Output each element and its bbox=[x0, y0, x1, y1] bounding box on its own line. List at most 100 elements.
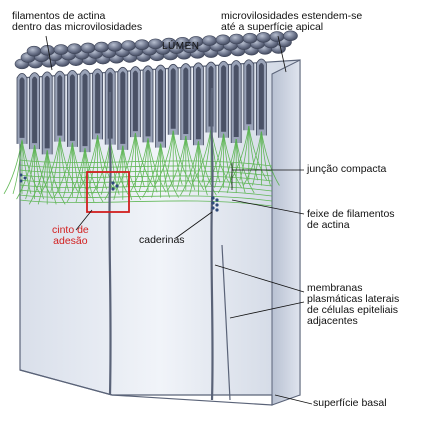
actin-filament bbox=[50, 137, 61, 192]
microvillus-core bbox=[95, 72, 101, 134]
actin-filament bbox=[88, 135, 98, 190]
actin-filament bbox=[192, 128, 212, 183]
actin-filament bbox=[59, 137, 70, 192]
label-line: feixe de filamentos bbox=[307, 208, 395, 220]
actin-filament bbox=[41, 137, 61, 192]
microvillus-tip bbox=[94, 41, 109, 53]
microvillus-tip bbox=[202, 35, 217, 46]
microvillus-tip bbox=[53, 44, 69, 55]
actin-filament bbox=[72, 142, 82, 197]
microvillus-core bbox=[258, 63, 264, 130]
microvillus-core bbox=[195, 66, 201, 140]
label-cadherins: caderinas bbox=[139, 234, 185, 246]
label-line: cinto de bbox=[52, 224, 89, 236]
actin-filament bbox=[75, 148, 86, 203]
microvillus-tip bbox=[67, 43, 82, 55]
actin-filament bbox=[129, 138, 149, 193]
actin-filament bbox=[97, 135, 107, 190]
actin-filament bbox=[261, 131, 280, 186]
actin-filament bbox=[239, 126, 250, 181]
label-line: filamentos de actina bbox=[12, 10, 106, 22]
actin-filament bbox=[46, 150, 57, 205]
actin-filament bbox=[180, 141, 199, 196]
label-lumen: LÚMEN bbox=[162, 41, 200, 52]
microvillus-tip bbox=[283, 30, 298, 42]
microvillus-core bbox=[19, 77, 25, 138]
label-line: de células epiteliais bbox=[307, 304, 399, 316]
microvillus-tip bbox=[26, 45, 42, 57]
actin-filament bbox=[226, 138, 237, 194]
microvillus-tip bbox=[148, 38, 163, 50]
leader-lines bbox=[45, 35, 313, 405]
actin-filament bbox=[66, 148, 86, 203]
microvillus-core bbox=[170, 68, 176, 129]
actin-filament bbox=[97, 135, 116, 190]
microvillus-core bbox=[69, 74, 75, 141]
actin-filament bbox=[46, 150, 66, 205]
actin-filament bbox=[167, 135, 187, 191]
actin-filament bbox=[19, 164, 273, 172]
actin-filament bbox=[19, 174, 273, 182]
label-tight-junction: junção compacta bbox=[307, 163, 387, 175]
actin-filament bbox=[185, 135, 205, 191]
actin-filament bbox=[59, 137, 79, 192]
microvillus-core bbox=[132, 70, 138, 132]
actin-filament bbox=[72, 142, 91, 198]
label-line: até a superfície apical bbox=[221, 21, 324, 33]
actin-filament bbox=[54, 142, 73, 198]
actin-filament bbox=[34, 145, 53, 200]
label-actin-in-microvilli: filamentos de actina dentro das microvil… bbox=[12, 11, 142, 33]
microvillus-tip bbox=[40, 45, 55, 56]
microvillus-core bbox=[57, 75, 63, 136]
actin-filament bbox=[63, 142, 73, 197]
actin-filament bbox=[205, 133, 224, 188]
actin-filament bbox=[79, 135, 98, 190]
actin-filament bbox=[12, 139, 23, 194]
actin-filament bbox=[3, 139, 23, 195]
microvillus-tip bbox=[134, 39, 150, 50]
actin-filament bbox=[261, 131, 271, 186]
microvillus-core bbox=[32, 76, 38, 144]
actin-filament bbox=[113, 145, 124, 200]
actin-filament bbox=[214, 133, 224, 188]
label-microvilli-apical: microvilosidades estendem-se até a super… bbox=[221, 11, 362, 33]
actin-filament bbox=[230, 126, 250, 181]
actin-filament bbox=[21, 139, 41, 195]
microvillus-core bbox=[183, 67, 189, 135]
actin-filament bbox=[243, 131, 262, 186]
microvillus-tip bbox=[242, 32, 258, 44]
actin-filament bbox=[19, 169, 273, 177]
microvillus-tip bbox=[121, 40, 136, 51]
actin-filament bbox=[160, 143, 170, 198]
actin-filament bbox=[147, 138, 167, 193]
actin-filament bbox=[138, 138, 149, 193]
actin-filament bbox=[84, 148, 104, 203]
actin-filament bbox=[151, 143, 161, 198]
actin-filament bbox=[135, 133, 154, 188]
label-line: membranas bbox=[307, 282, 363, 294]
microvillus-core bbox=[145, 69, 151, 137]
actin-filament bbox=[217, 138, 237, 194]
actin-filament bbox=[19, 179, 273, 187]
cadherins-cluster bbox=[19, 173, 219, 212]
actin-filament bbox=[19, 194, 273, 202]
microvillus-tip bbox=[229, 33, 244, 45]
label-basal-surface: superfície basal bbox=[313, 397, 387, 409]
adhesion-belt-box bbox=[86, 171, 130, 213]
actin-filament bbox=[117, 133, 136, 188]
microvillus-core bbox=[120, 71, 126, 144]
actin-filament bbox=[176, 136, 187, 191]
actin-filament bbox=[147, 138, 158, 193]
actin-filament bbox=[223, 133, 242, 188]
actin-filament bbox=[160, 143, 179, 198]
microvillus-core bbox=[246, 63, 252, 125]
actin-filament bbox=[84, 148, 95, 203]
microvillus-tip bbox=[256, 32, 271, 43]
label-line: adesão bbox=[53, 235, 88, 247]
microvillus-tip bbox=[80, 42, 96, 54]
label-actin-bundle: feixe de filamentos de actina bbox=[307, 209, 395, 231]
actin-filament bbox=[248, 126, 268, 181]
label-lateral-membranes: membranas plasmáticas laterais de célula… bbox=[307, 283, 399, 327]
